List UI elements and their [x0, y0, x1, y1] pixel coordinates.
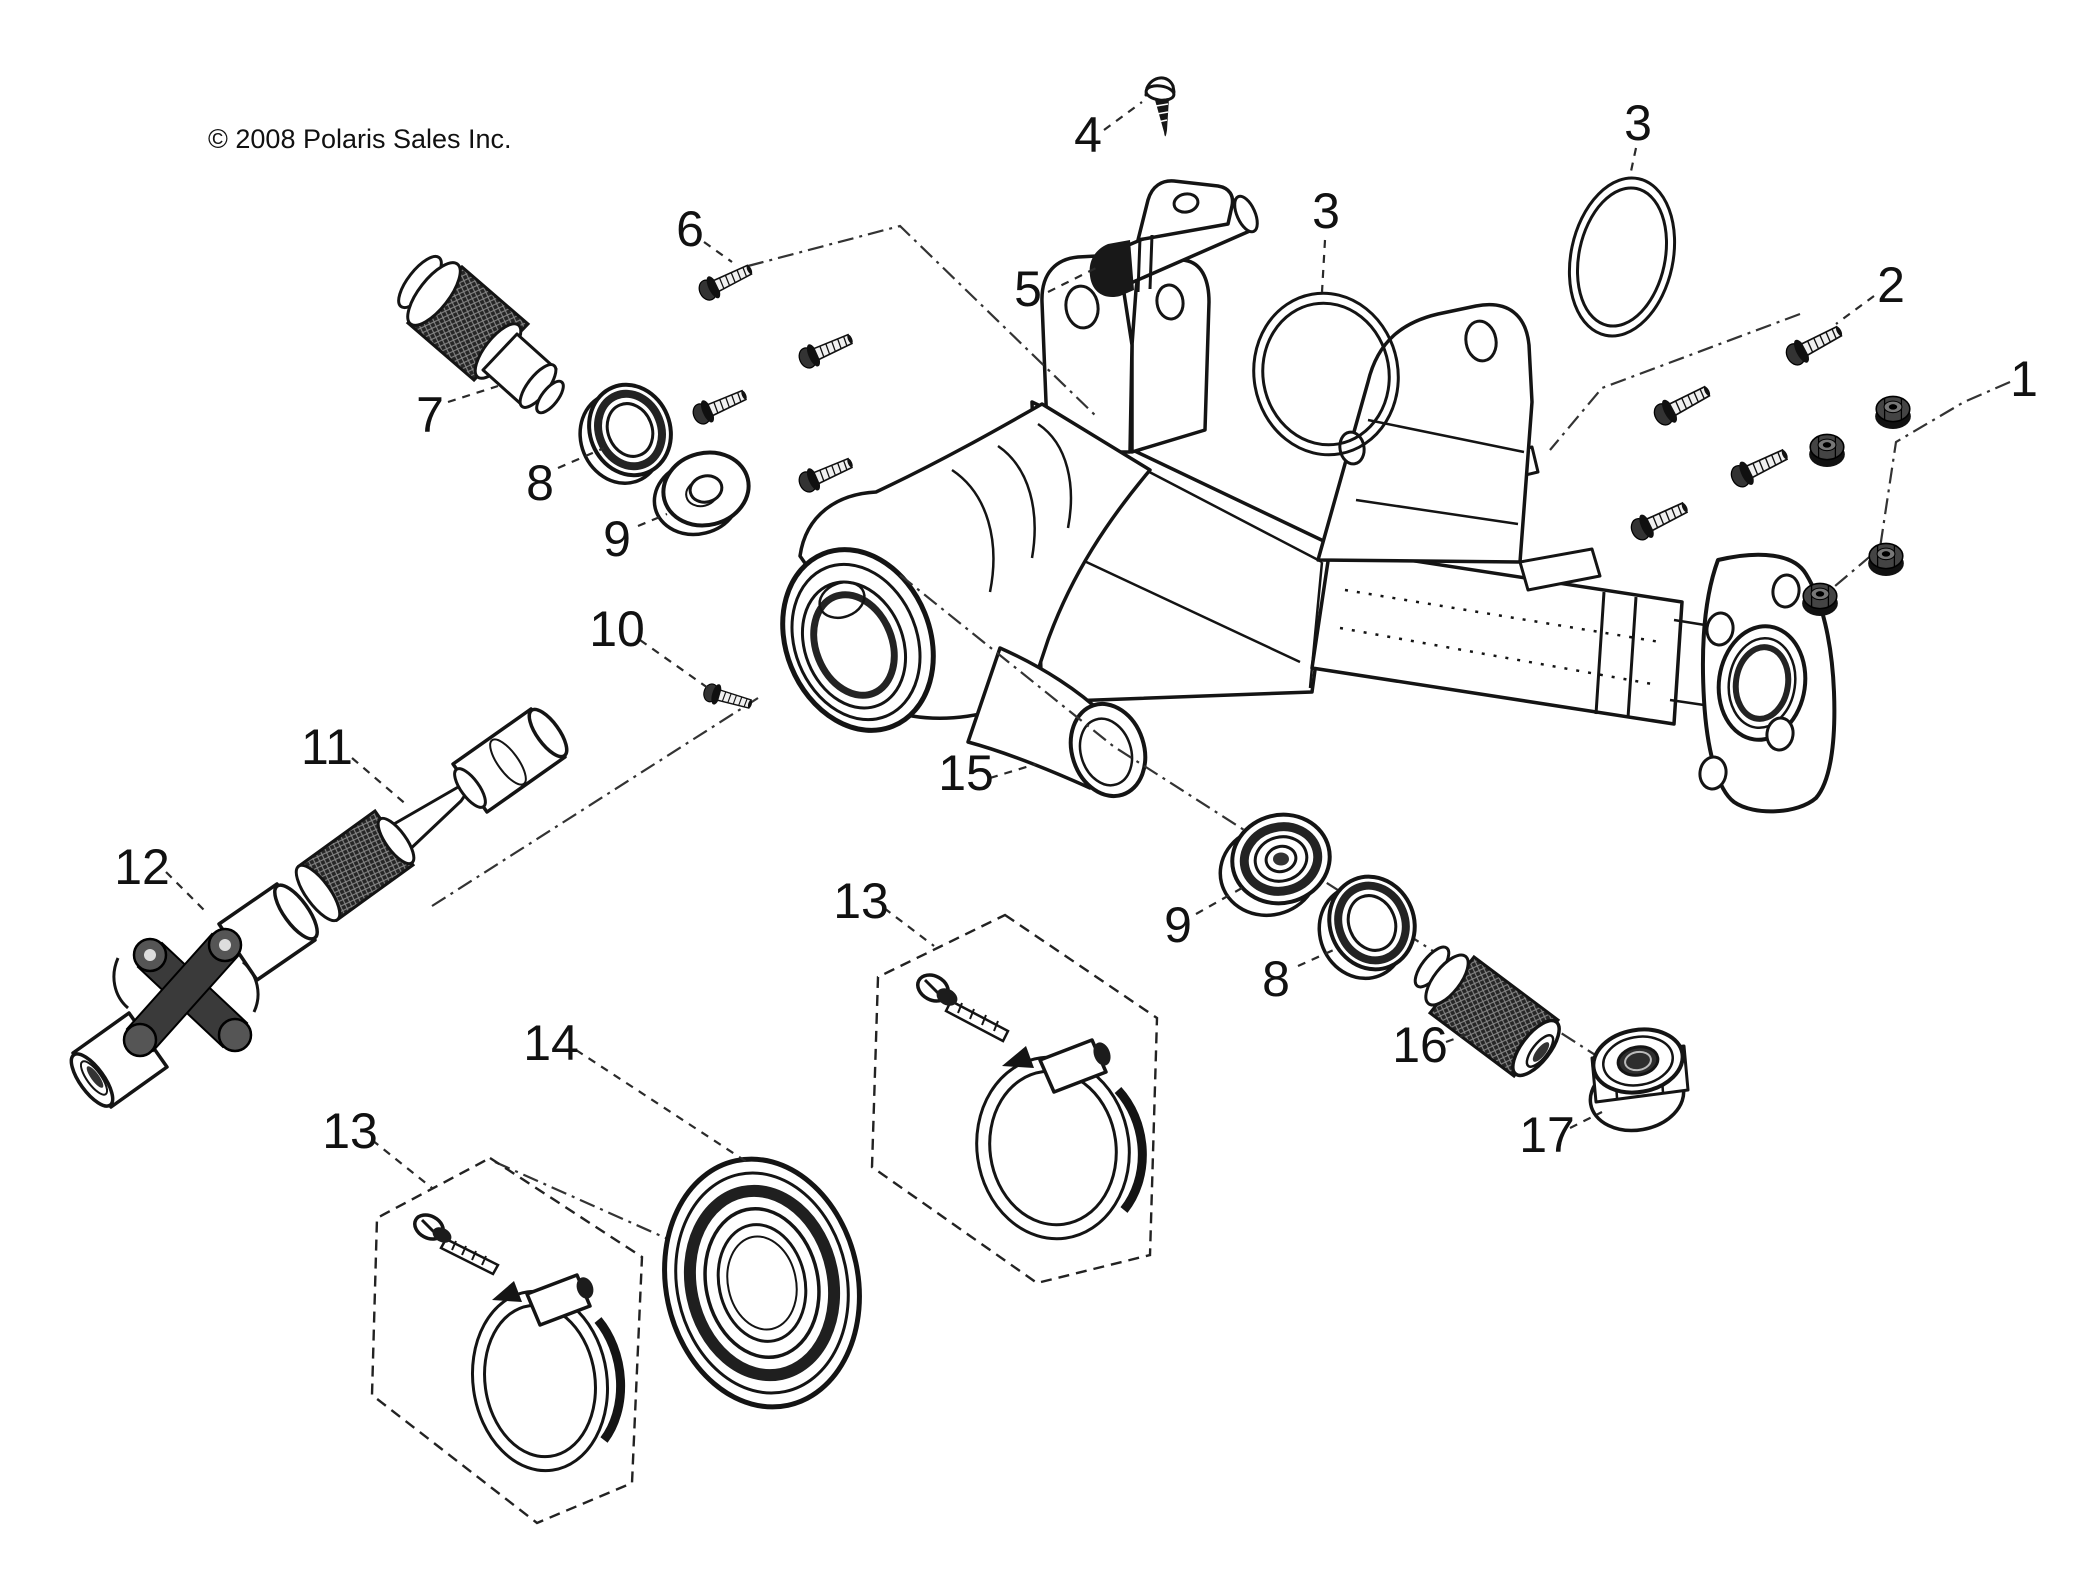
leader-13b — [371, 1139, 433, 1189]
part-4-screw — [1144, 76, 1176, 137]
part-9-bearing-lower — [1218, 812, 1332, 918]
lower-tube — [966, 646, 1148, 799]
callout-labels: 1 2 3 3 4 5 6 7 8 8 9 9 10 11 12 13 13 1… — [114, 95, 2038, 1163]
leader-10 — [639, 639, 709, 689]
callout-9-lower: 9 — [1164, 897, 1192, 953]
leader-6 — [703, 241, 733, 263]
callout-10: 10 — [589, 601, 645, 657]
part-2-bolts — [1626, 318, 1848, 546]
kit-box-left — [370, 1156, 644, 1525]
part-5-clamp-bracket — [1089, 179, 1259, 298]
front-bore — [780, 547, 936, 733]
leader-14 — [575, 1049, 751, 1165]
kit-box-center — [870, 913, 1159, 1285]
part-14-seal — [662, 1156, 862, 1410]
callout-6: 6 — [676, 201, 704, 257]
callout-5: 5 — [1014, 261, 1042, 317]
axis-line-left — [431, 697, 759, 907]
leader-3a — [1320, 239, 1327, 293]
part-3-oring-left — [1252, 291, 1400, 457]
leader-5 — [1047, 265, 1101, 293]
swingarm-housing — [780, 254, 1837, 814]
callout-8-lower: 8 — [1262, 951, 1290, 1007]
callout-14: 14 — [523, 1015, 579, 1071]
leader-15 — [989, 762, 1037, 780]
callout-9-upper: 9 — [603, 511, 631, 567]
part-12-u-joint — [69, 882, 319, 1109]
part-13-screw-left — [413, 1213, 500, 1276]
leader-17 — [1569, 1111, 1603, 1129]
callout-17: 17 — [1519, 1107, 1575, 1163]
part-11-shaft — [294, 707, 569, 923]
callout-3-left: 3 — [1312, 183, 1340, 239]
leader-11 — [351, 757, 409, 807]
callout-1: 1 — [2010, 351, 2038, 407]
pivot-bracket-center — [1040, 254, 1211, 454]
part-8-seal-upper — [578, 382, 673, 485]
part-9-washer-upper — [652, 450, 751, 537]
leader-12 — [165, 871, 205, 911]
leader-7 — [447, 384, 499, 404]
leader-3b — [1628, 147, 1638, 177]
chain-line-1 — [1827, 380, 2011, 593]
callout-12: 12 — [114, 839, 170, 895]
callout-13-left: 13 — [322, 1103, 378, 1159]
leader-13a — [883, 907, 935, 947]
part-13-screw-center — [916, 973, 1010, 1043]
axle-flange — [1669, 552, 1837, 814]
callout-3-right: 3 — [1624, 95, 1652, 151]
part-16-adjuster — [1413, 945, 1561, 1079]
part-7-adjuster — [397, 254, 565, 415]
leader-lines — [165, 101, 1875, 1189]
leader-4 — [1103, 101, 1143, 131]
leader-2 — [1835, 295, 1875, 325]
callout-15: 15 — [938, 745, 994, 801]
copyright-text: © 2008 Polaris Sales Inc. — [208, 124, 512, 154]
chain-line-6 — [747, 224, 1099, 419]
leader-16 — [1445, 1032, 1469, 1044]
callout-7: 7 — [416, 387, 444, 443]
part-1-nuts — [1801, 395, 1912, 617]
axle-tube — [1310, 546, 1684, 726]
callout-8-upper: 8 — [526, 455, 554, 511]
part-10-bolt — [700, 680, 756, 716]
part-3-oring-right — [1567, 176, 1677, 338]
leader-9a — [637, 512, 668, 528]
leader-8b — [1297, 946, 1339, 968]
part-17-nut — [1588, 1027, 1690, 1133]
part-8-seal-lower — [1317, 874, 1417, 981]
part-13-clamp-left — [470, 1273, 626, 1473]
callout-13-center: 13 — [833, 873, 889, 929]
part-13-clamp-center — [975, 1038, 1147, 1241]
chain-line-2 — [1549, 312, 1801, 451]
callout-16: 16 — [1392, 1017, 1448, 1073]
callout-2: 2 — [1877, 257, 1905, 313]
tube-boss — [1518, 547, 1602, 592]
callout-4: 4 — [1074, 107, 1102, 163]
pivot-bracket-right — [1316, 303, 1534, 564]
callout-11: 11 — [301, 719, 353, 775]
